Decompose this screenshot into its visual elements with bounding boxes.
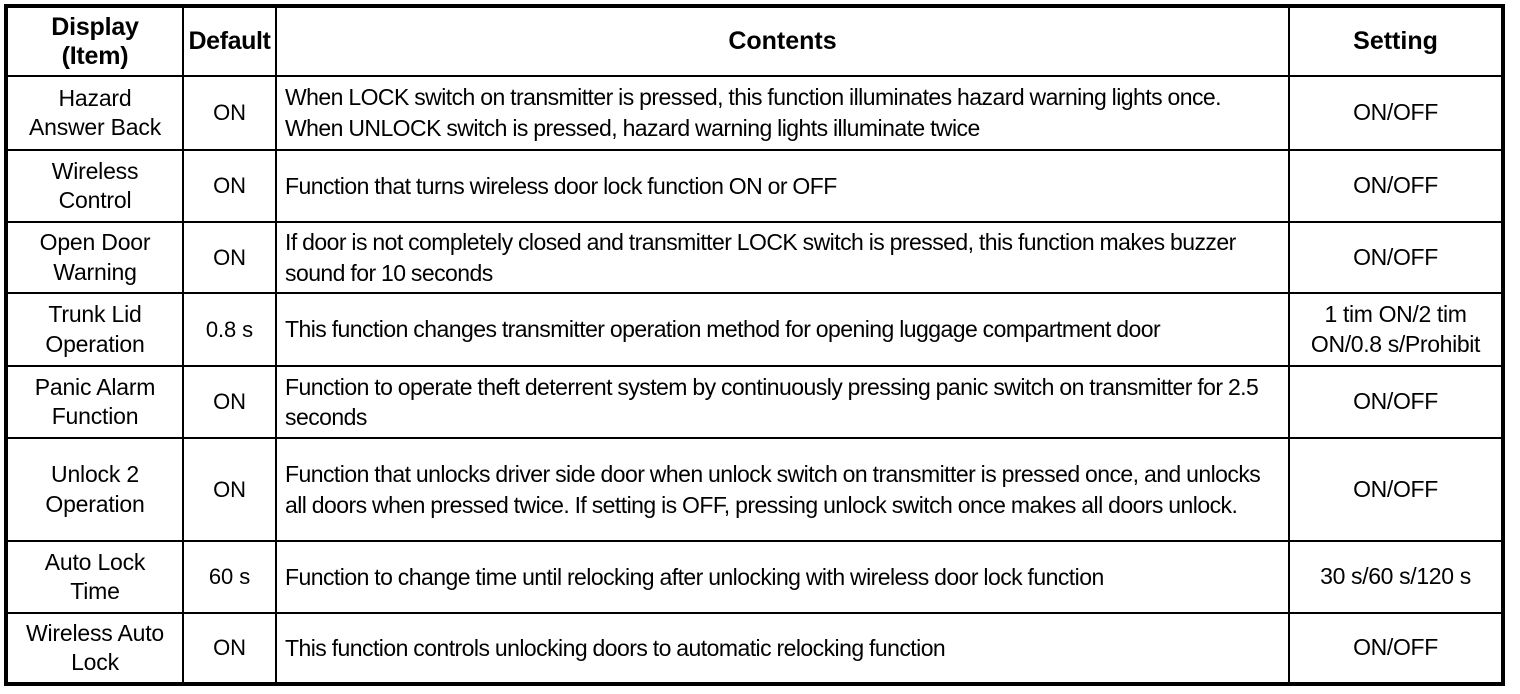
- cell-contents-text: Function that unlocks driver side door w…: [275, 437, 1290, 543]
- cell-contents-text: This function changes transmitter operat…: [275, 292, 1290, 368]
- column-header-contents: Contents: [275, 5, 1290, 77]
- column-header-display-item: Display (Item): [5, 5, 184, 77]
- display-item-line2: Time: [70, 578, 120, 605]
- display-item-line2: Answer Back: [28, 114, 161, 140]
- display-item-line2: Control: [58, 187, 132, 213]
- cell-setting-options: ON/OFF: [1288, 365, 1504, 440]
- cell-contents-text: Function to change time until relocking …: [275, 540, 1290, 615]
- cell-default-value: ON: [182, 612, 277, 686]
- table-row: Hazard Answer Back ON When LOCK switch o…: [5, 75, 1504, 151]
- cell-setting-options: ON/OFF: [1288, 612, 1504, 686]
- cell-contents-text: This function controls unlocking doors t…: [275, 612, 1290, 686]
- cell-display-item: Hazard Answer Back: [5, 75, 184, 151]
- cell-default-value: 0.8 s: [182, 292, 277, 368]
- display-item-line2: Operation: [45, 330, 145, 357]
- cell-contents-text: If door is not completely closed and tra…: [275, 220, 1290, 295]
- cell-setting-options: ON/OFF: [1288, 75, 1504, 151]
- cell-setting-options: 1 tim ON/2 tim ON/0.8 s/Prohibit: [1288, 292, 1504, 368]
- cell-setting-options: ON/OFF: [1288, 149, 1504, 223]
- setting-line1: ON/OFF: [1353, 243, 1438, 270]
- display-item-line1: Unlock 2: [51, 461, 139, 488]
- column-header-default: Default: [182, 5, 277, 77]
- cell-display-item: Auto Lock Time: [5, 540, 184, 615]
- display-item-line1: Open Door: [39, 229, 151, 256]
- cell-contents-text: Function to operate theft deterrent syst…: [275, 365, 1290, 440]
- display-item-line2: Function: [51, 403, 139, 430]
- cell-contents-text: When LOCK switch on transmitter is press…: [275, 75, 1290, 151]
- cell-default-value: ON: [182, 149, 277, 223]
- table-row: Open Door Warning ON If door is not comp…: [5, 220, 1504, 295]
- setting-line1: ON/OFF: [1353, 388, 1438, 415]
- table-row: Trunk Lid Operation 0.8 s This function …: [5, 292, 1504, 368]
- cell-default-value: ON: [182, 75, 277, 151]
- display-item-line1: Auto Lock: [44, 548, 146, 575]
- setting-line1: 30 s/60 s/120 s: [1320, 563, 1471, 590]
- display-item-line1: Wireless Auto: [25, 619, 164, 646]
- cell-default-value: ON: [182, 437, 277, 543]
- display-item-line2: Operation: [45, 490, 145, 517]
- display-item-line2: Warning: [53, 258, 137, 285]
- cell-display-item: Unlock 2 Operation: [5, 437, 184, 543]
- setting-line1: ON/OFF: [1353, 172, 1438, 199]
- display-item-line1: Hazard: [58, 84, 132, 111]
- setting-line1: ON/OFF: [1353, 475, 1438, 502]
- settings-spec-table: Display (Item) Default Contents Setting …: [4, 4, 1505, 687]
- cell-default-value: 60 s: [182, 540, 277, 615]
- setting-line2: ON/0.8 s/Prohibit: [1310, 330, 1481, 357]
- cell-default-value: ON: [182, 365, 277, 440]
- cell-display-item: Wireless Auto Lock: [5, 612, 184, 686]
- cell-display-item: Wireless Control: [5, 149, 184, 223]
- column-header-display-line2: (Item): [61, 41, 129, 70]
- display-item-line1: Wireless: [51, 157, 139, 184]
- table-header: Display (Item) Default Contents Setting: [5, 5, 1504, 77]
- column-header-setting: Setting: [1288, 5, 1504, 77]
- table-row: Panic Alarm Function ON Function to oper…: [5, 365, 1504, 440]
- header-row: Display (Item) Default Contents Setting: [5, 5, 1504, 77]
- cell-setting-options: 30 s/60 s/120 s: [1288, 540, 1504, 615]
- table-row: Auto Lock Time 60 s Function to change t…: [5, 540, 1504, 615]
- setting-line1: ON/OFF: [1353, 634, 1438, 661]
- cell-display-item: Trunk Lid Operation: [5, 292, 184, 368]
- table-row: Unlock 2 Operation ON Function that unlo…: [5, 437, 1504, 543]
- setting-line1: ON/OFF: [1353, 99, 1438, 126]
- display-item-line1: Panic Alarm: [34, 373, 156, 400]
- setting-line1: 1 tim ON/2 tim: [1324, 301, 1467, 328]
- cell-display-item: Panic Alarm Function: [5, 365, 184, 440]
- display-item-line1: Trunk Lid: [48, 301, 142, 328]
- display-item-line2: Lock: [71, 649, 119, 676]
- cell-contents-text: Function that turns wireless door lock f…: [275, 149, 1290, 223]
- table-row: Wireless Control ON Function that turns …: [5, 149, 1504, 223]
- column-header-display-line1: Display: [51, 13, 139, 41]
- cell-setting-options: ON/OFF: [1288, 437, 1504, 543]
- cell-display-item: Open Door Warning: [5, 220, 184, 295]
- table-body: Hazard Answer Back ON When LOCK switch o…: [5, 75, 1504, 686]
- table-row: Wireless Auto Lock ON This function cont…: [5, 612, 1504, 686]
- cell-default-value: ON: [182, 220, 277, 295]
- cell-setting-options: ON/OFF: [1288, 220, 1504, 295]
